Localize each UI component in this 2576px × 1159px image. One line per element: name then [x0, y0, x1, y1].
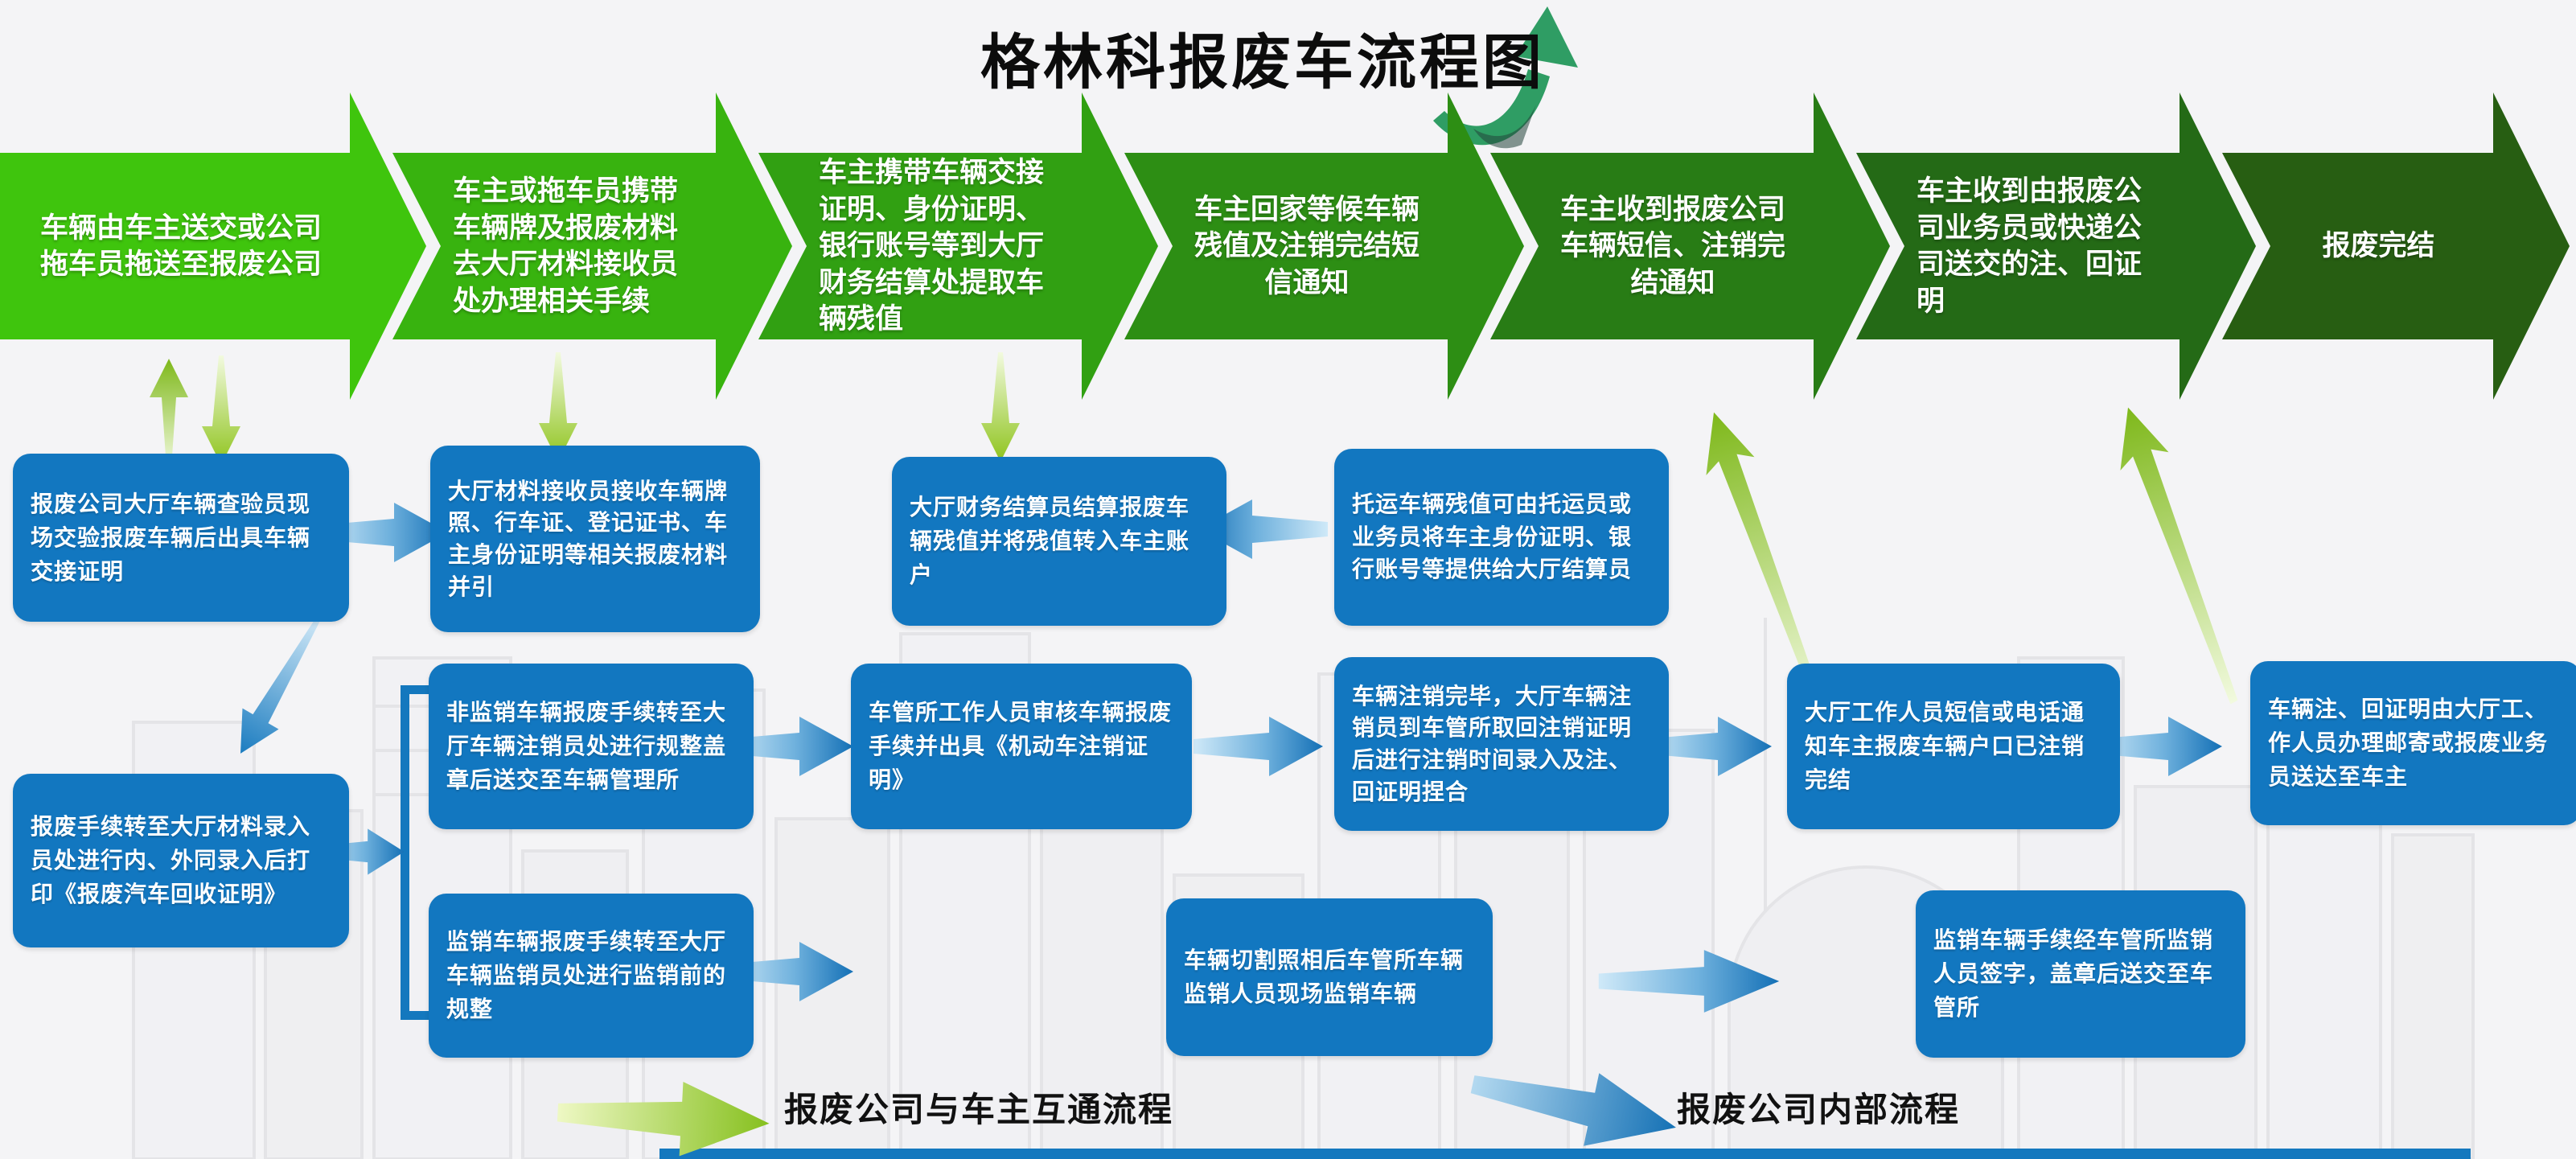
- branch-bracket-line: [401, 685, 409, 1020]
- box-non-supervised: 非监销车辆报废手续转至大厅车辆注销员处进行规整盖章后送交至车辆管理所: [429, 664, 754, 829]
- connector-right-arrow: [1642, 717, 1772, 776]
- connector-left-arrow: [1198, 499, 1328, 559]
- box-inspect: 报废公司大厅车辆查验员现场交验报废车辆后出具车辆交接证明: [13, 454, 349, 622]
- legend-external-label: 报废公司与车主互通流程: [784, 1091, 1174, 1128]
- feedback-down-arrow: [981, 352, 1020, 462]
- branch-bracket-bottom-tick: [401, 1011, 450, 1020]
- box-text: 报废公司大厅车辆查验员现场交验报废车辆后出具车辆交接证明: [31, 491, 311, 584]
- process-step-7: 报废完结: [2222, 92, 2570, 400]
- box-settle: 大厅财务结算员结算报废车辆残值并将残值转入车主账户: [892, 457, 1226, 626]
- box-deregister-done: 车辆注销完毕，大厅车辆注销员到车管所取回注销证明后进行注销时间录入及注、回证明捏…: [1334, 657, 1669, 831]
- process-step-label: 车辆由车主送交或公司拖车员拖送至报废公司: [39, 212, 322, 281]
- feedback-slant-up-arrow: [2120, 407, 2238, 705]
- box-text: 托运车辆残值可由托运员或业务员将车主身份证明、银行账号等提供给大厅结算员: [1352, 491, 1633, 582]
- box-text: 监销车辆手续经车管所监销人员签字，盖章后送交至车管所: [1933, 927, 2214, 1020]
- box-text: 监销车辆报废手续转至大厅车辆监销员处进行监销前的规整: [446, 929, 727, 1021]
- connector-right-arrow: [316, 828, 405, 875]
- box-entry: 报废手续转至大厅材料录入员处进行内、外同录入后打印《报废汽车回收证明》: [13, 774, 349, 947]
- feedback-down-arrow: [202, 356, 240, 465]
- process-step-2: 车主或拖车员携带车辆牌及报废材料去大厅材料接收员处办理相关手续: [392, 92, 792, 400]
- bottom-baseline-bar: [659, 1149, 2471, 1159]
- box-text: 大厅财务结算员结算报废车辆残值并将残值转入车主账户: [910, 495, 1190, 587]
- box-text: 车辆注、回证明由大厅工、作人员办理邮寄或报废业务员送达至车主: [2268, 697, 2549, 789]
- page-title: 格林科报废车流程图: [980, 29, 1545, 96]
- connector-right-arrow: [2093, 717, 2222, 776]
- box-text: 报废手续转至大厅材料录入员处进行内、外同录入后打印《报废汽车回收证明》: [31, 814, 311, 906]
- feedback-slant-up-arrow: [1706, 412, 1824, 709]
- process-step-label: 车主携带车辆交接证明、身份证明、银行账号等到大厅财务结算处提取车辆残值: [819, 157, 1045, 335]
- process-step-4: 车主回家等候车辆残值及注销完结短信通知: [1124, 92, 1524, 400]
- connector-right-arrow: [724, 717, 853, 776]
- process-step-label: 车主回家等候车辆残值及注销完结短信通知: [1194, 193, 1419, 298]
- box-text: 非监销车辆报废手续转至大厅车辆注销员处进行规整盖章后送交至车辆管理所: [446, 700, 727, 792]
- box-consign: 托运车辆残值可由托运员或业务员将车主身份证明、银行账号等提供给大厅结算员: [1334, 449, 1669, 626]
- box-supervised: 监销车辆报废手续转至大厅车辆监销员处进行监销前的规整: [429, 894, 754, 1058]
- legend-green-arrow-icon: [557, 1081, 770, 1157]
- box-notify-owner: 大厅工作人员短信或电话通知车主报废车辆户口已注销完结: [1787, 664, 2120, 829]
- box-receive: 大厅材料接收员接收车辆牌照、行车证、登记证书、车主身份证明等相关报废材料并引: [430, 446, 760, 632]
- feedback-down-arrow: [539, 352, 577, 462]
- process-step-label: 车主收到由报废公司业务员或快递公司送交的注、回证明: [1917, 175, 2143, 317]
- connector-right-arrow: [724, 942, 853, 1001]
- box-dmv-review: 车管所工作人员审核车辆报废手续并出具《机动车注销证明》: [851, 664, 1192, 829]
- connector-right-arrow: [318, 503, 448, 562]
- process-step-6: 车主收到由报废公司业务员或快递公司送交的注、回证明: [1856, 92, 2256, 400]
- box-deliver-cert: 车辆注、回证明由大厅工、作人员办理邮寄或报废业务员送达至车主: [2250, 661, 2576, 825]
- box-supervise-sign: 监销车辆手续经车管所监销人员签字，盖章后送交至车管所: [1916, 890, 2245, 1058]
- legend-internal-label: 报废公司内部流程: [1677, 1091, 1961, 1128]
- connector-diagonal-arrow: [240, 615, 322, 754]
- process-step-3: 车主携带车辆交接证明、身份证明、银行账号等到大厅财务结算处提取车辆残值: [758, 92, 1158, 400]
- legend-blue-arrow-icon: [1470, 1073, 1676, 1146]
- connector-right-arrow: [1194, 717, 1323, 776]
- box-text: 大厅材料接收员接收车辆牌照、行车证、登记证书、车主身份证明等相关报废材料并引: [448, 478, 729, 599]
- branch-bracket-top-tick: [401, 685, 450, 694]
- box-text: 车管所工作人员审核车辆报废手续并出具《机动车注销证明》: [869, 700, 1173, 792]
- box-text: 车辆切割照相后车管所车辆监销人员现场监销车辆: [1184, 947, 1465, 1006]
- feedback-up-arrow: [150, 359, 188, 468]
- connector-right-arrow: [1598, 950, 1780, 1013]
- box-cutting: 车辆切割照相后车管所车辆监销人员现场监销车辆: [1166, 898, 1493, 1056]
- process-step-label: 报废完结: [2322, 230, 2435, 262]
- box-text: 大厅工作人员短信或电话通知车主报废车辆户口已注销完结: [1805, 700, 2085, 792]
- process-step-label: 车主或拖车员携带车辆牌及报废材料去大厅材料接收员处办理相关手续: [453, 175, 679, 317]
- box-text: 车辆注销完毕，大厅车辆注销员到车管所取回注销证明后进行注销时间录入及注、回证明捏…: [1352, 683, 1633, 804]
- process-step-label: 车主收到报废公司车辆短信、注销完结通知: [1559, 193, 1785, 298]
